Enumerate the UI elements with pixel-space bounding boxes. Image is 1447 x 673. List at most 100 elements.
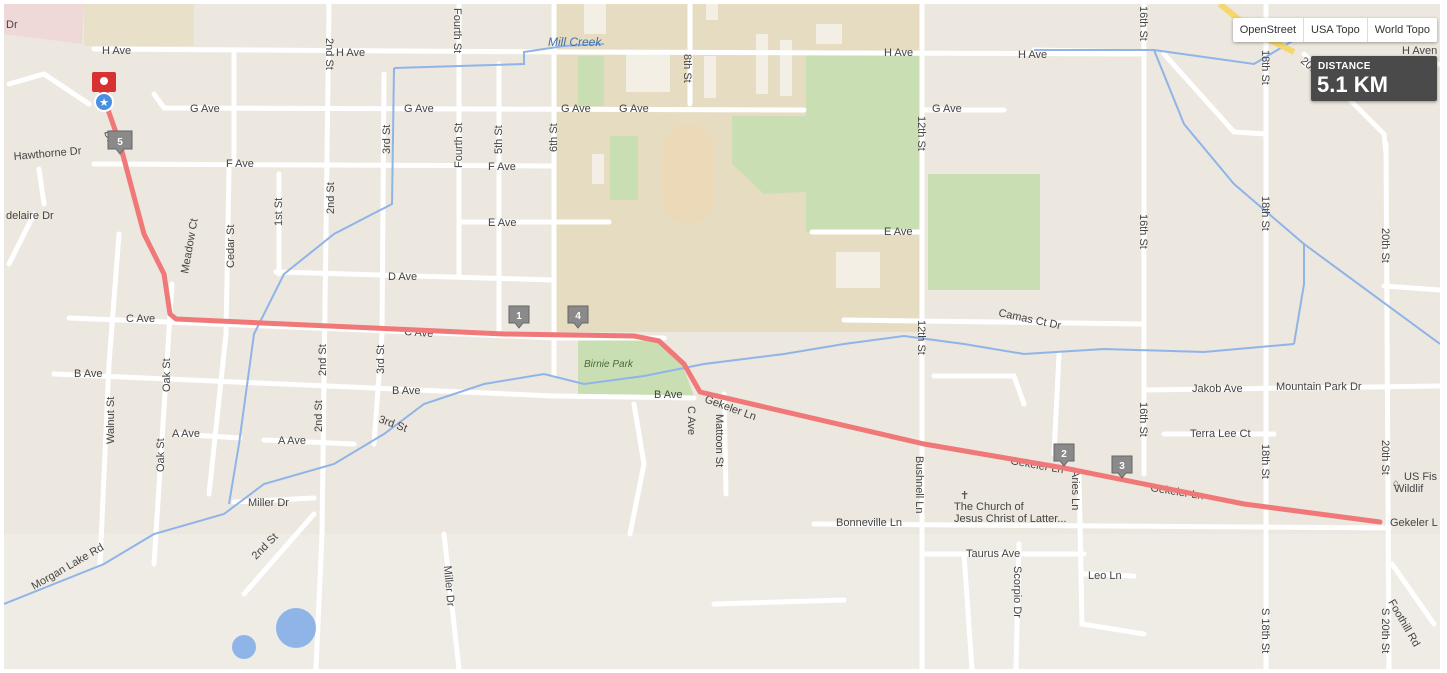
distance-panel: DISTANCE 5.1 KM xyxy=(1311,56,1437,101)
pond xyxy=(276,608,316,648)
street-label: Terra Lee Ct xyxy=(1190,428,1251,440)
street-label: 12th St xyxy=(915,116,927,151)
street-label: H Ave xyxy=(1018,49,1047,61)
church-label: The Church of xyxy=(954,501,1025,513)
government-icon: ⌂ xyxy=(1393,478,1399,489)
street-label: Gekeler L xyxy=(1390,517,1438,529)
street-label: Aries Ln xyxy=(1069,470,1081,510)
street-label: 2nd St xyxy=(323,38,335,70)
street-label: 3rd St xyxy=(375,345,387,374)
church-icon: ✝ xyxy=(960,490,969,502)
church-label: Jesus Christ of Latter... xyxy=(954,513,1067,525)
street-label: E Ave xyxy=(884,226,913,238)
street-label: Oak St xyxy=(161,358,173,392)
street-label: 12th St xyxy=(915,320,927,355)
park-field xyxy=(806,54,922,232)
campus-buildings xyxy=(584,4,880,288)
street-label: Mountain Park Dr xyxy=(1276,381,1362,393)
route-marker-1[interactable]: 1 xyxy=(508,305,530,329)
street-label: B Ave xyxy=(392,385,421,397)
street-label: 5th St xyxy=(493,125,505,154)
distance-label: DISTANCE xyxy=(1318,61,1371,72)
street-label: G Ave xyxy=(561,103,591,115)
basemap-option-world-topo[interactable]: World Topo xyxy=(1374,24,1430,36)
creek-label: Mill Creek xyxy=(548,35,602,49)
street-label: 20th St xyxy=(1379,440,1391,475)
street-label: G Ave xyxy=(404,103,434,115)
street-label: Bonneville Ln xyxy=(836,517,902,529)
street-label: G Ave xyxy=(932,103,962,115)
street-label: 16th St xyxy=(1137,402,1149,437)
birnie-park-area xyxy=(578,338,694,398)
route-marker-label: 3 xyxy=(1119,461,1125,472)
street-label: Jakob Ave xyxy=(1192,383,1243,395)
street-label: Mattoon St xyxy=(713,414,725,467)
route-marker-5[interactable]: 5 xyxy=(107,130,133,155)
route-marker-2[interactable]: 2 xyxy=(1053,443,1075,467)
street-label: 2nd St xyxy=(317,344,329,376)
street-label: 8th St xyxy=(681,54,693,83)
street-label: B Ave xyxy=(74,368,103,380)
street-label: Fourth St xyxy=(453,123,465,168)
street-label: 18th St xyxy=(1259,50,1271,85)
street-label: Bushnell Ln xyxy=(913,456,925,514)
street-label: Dr xyxy=(6,19,18,31)
street-label: Miller Dr xyxy=(441,565,457,607)
street-label: E Ave xyxy=(488,217,517,229)
street-label: Scorpio Dr xyxy=(1011,566,1023,618)
street-label: 16th St xyxy=(1137,6,1149,41)
street-label: H Ave xyxy=(884,47,913,59)
street-label: C Ave xyxy=(685,406,697,435)
school-area xyxy=(84,4,194,46)
street-label: Oak St xyxy=(155,438,167,472)
street-label: 3rd St xyxy=(381,125,393,154)
street-label: A Ave xyxy=(172,428,200,440)
park-field xyxy=(732,116,806,194)
route-marker-label: 2 xyxy=(1061,449,1067,460)
map-canvas[interactable]: 30 Dr H Ave H Ave H Ave H Ave H Aven G A… xyxy=(4,4,1440,669)
street-label: 18th St xyxy=(1259,444,1271,479)
street-label: F Ave xyxy=(226,158,254,170)
route-marker-3[interactable]: 3 xyxy=(1111,455,1133,479)
street-label: 16th St xyxy=(1137,214,1149,249)
street-label: Fourth St xyxy=(451,8,463,53)
park-field xyxy=(578,56,604,106)
street-label: Taurus Ave xyxy=(966,548,1020,560)
park-field xyxy=(610,136,638,200)
residential-area xyxy=(4,4,84,44)
street-label: 20th St xyxy=(1379,228,1391,263)
basemap-option-usa-topo[interactable]: USA Topo xyxy=(1304,18,1368,42)
street-label: S 18th St xyxy=(1259,608,1271,653)
street-label: F Ave xyxy=(488,161,516,173)
route-path[interactable] xyxy=(103,101,1383,525)
water-lines xyxy=(4,33,1440,605)
route-marker-label: 4 xyxy=(575,311,581,322)
street-label: 18th St xyxy=(1259,196,1271,231)
street-label: Miller Dr xyxy=(248,497,289,509)
street-label: 2nd St xyxy=(313,400,325,432)
street-label: 1st St xyxy=(273,198,285,226)
street-label: Hawthorne Dr xyxy=(13,145,82,163)
street-network xyxy=(6,4,1440,669)
distance-value: 5.1 KM xyxy=(1317,72,1388,97)
park-label: Birnie Park xyxy=(584,359,634,370)
route-marker-4[interactable]: 4 xyxy=(567,305,589,329)
street-label: A Ave xyxy=(278,435,306,447)
pond xyxy=(232,635,256,659)
park-field xyxy=(928,174,1040,290)
start-point-icon[interactable]: ★ xyxy=(94,92,114,112)
street-label: 2nd St xyxy=(325,182,337,214)
svg-text:★: ★ xyxy=(99,97,109,109)
street-label: Walnut St xyxy=(105,397,117,444)
route-marker-label: 5 xyxy=(117,137,123,148)
street-label: C Ave xyxy=(126,313,155,325)
street-label: Leo Ln xyxy=(1088,570,1122,582)
street-label: H Ave xyxy=(336,47,365,59)
basemap-switcher: OpenStreet USA Topo World Topo xyxy=(1232,18,1437,42)
poi-label: Wildlif xyxy=(1394,483,1424,495)
street-label: G Ave xyxy=(190,103,220,115)
basemap-option-openstreet[interactable]: OpenStreet xyxy=(1233,18,1305,42)
map-view[interactable]: 30 Dr H Ave H Ave H Ave H Ave H Aven G A… xyxy=(4,4,1440,669)
poi-label: US Fis xyxy=(1404,471,1438,483)
street-label: delaire Dr xyxy=(6,210,54,222)
